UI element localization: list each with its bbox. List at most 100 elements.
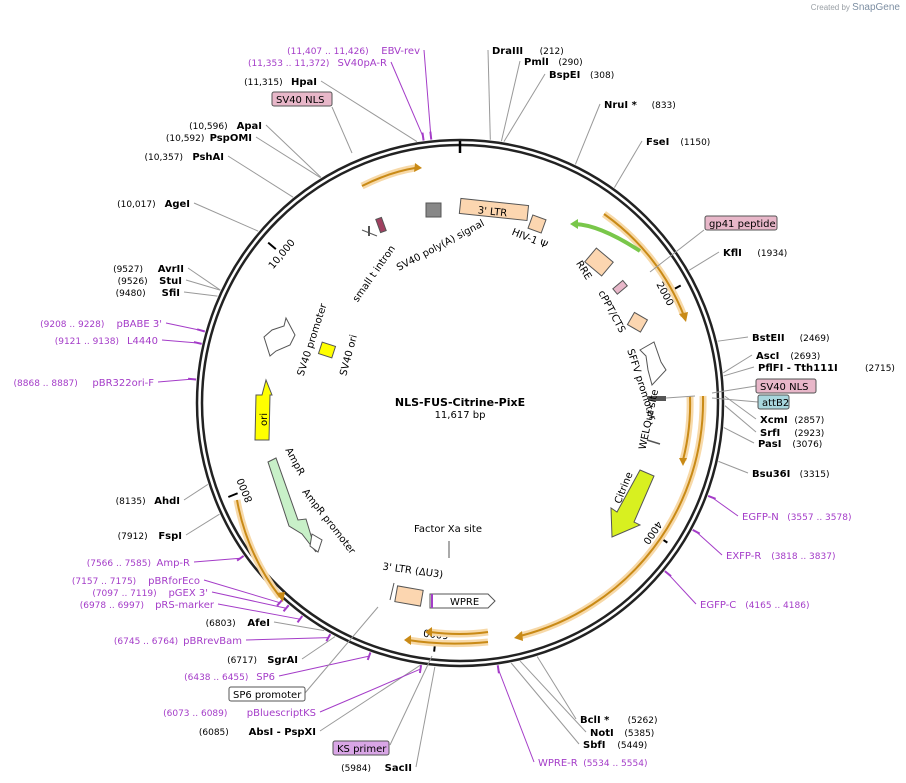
enzyme-position: (3315) [800,470,830,480]
primer-connector [211,591,287,609]
enzyme-name: NotI [590,728,614,739]
primer-mark [496,665,500,674]
enzyme-position: (10,596) [189,122,228,132]
sv40-nls-marker [375,216,387,234]
ori-label: ori [259,413,270,426]
enzyme-name: SbfI [583,740,605,751]
ebv-feature-arrowhead [414,163,422,172]
enzyme-position: (5262) [628,716,658,726]
enzyme-connector [689,251,720,271]
enzyme-group: DraIII(212)PmlI(290)BspEI(308)NruI *(833… [113,46,895,774]
sv40-ori-box [317,341,337,359]
enzyme-position: (2715) [865,364,895,374]
primer-position: (3557 .. 3578) [787,513,851,523]
wpre-orf-arc-2 [407,639,489,645]
ori-arrow [254,378,273,441]
primer-name: SV40pA-R [338,58,387,69]
rre-box [584,247,614,277]
primer-position: (6978 .. 6997) [80,601,144,611]
primer-mark [236,555,245,562]
enzyme-position: (3076) [792,440,822,450]
hiv-psi-box [527,214,547,234]
primer-name: EGFP-C [700,600,736,611]
primer-mark [421,132,425,141]
enzyme-position: (9527) [113,265,143,275]
enzyme-name: FspI [158,531,182,542]
enzyme-connector [185,513,220,536]
primer-connector [390,61,424,137]
primer-mark [193,341,202,345]
primer-connector [497,669,535,763]
primer-mark [325,633,332,642]
enzyme-name: AbsI - PspXI [249,727,316,738]
enzyme-connector [193,202,259,232]
enzyme-position: (11,315) [244,78,283,88]
enzyme-name: XcmI [760,415,788,426]
nls-arrowhead [679,458,687,466]
sp6-promoter-label: SP6 promoter [233,690,302,701]
enzyme-connector [536,656,577,720]
primer-position: (9121 .. 9138) [55,337,119,347]
tick-mark [227,492,238,498]
enzyme-name: PspOMI [210,133,252,144]
primer-mark [196,328,206,333]
enzyme-name: NruI * [604,100,638,111]
primer-connector [165,322,202,331]
small-t-intron-label: small t intron [351,244,398,305]
gp41-peptide-label: gp41 peptide [709,219,776,230]
small-t-intron-cap [368,226,370,236]
enzyme-position: (212) [540,47,564,57]
sv40-polya-label: SV40 poly(A) signal [395,218,486,274]
enzyme-connector [265,124,322,178]
enzyme-position: (290) [558,58,582,68]
ampr-promoter-label: AmpR promoter [300,487,358,557]
primer-connector [319,668,421,713]
ltr-marker [389,582,395,601]
primer-connector [157,378,193,383]
plasmid-name: NLS-FUS-Citrine-PixE [395,396,525,409]
enzyme-connector [724,405,757,433]
ebv-feature-arc-halo [360,164,416,190]
primer-position: (7157 .. 7175) [72,577,136,587]
primer-connector [423,49,432,136]
enzyme-position: (2469) [800,334,830,344]
primer-connector [217,603,301,620]
enzyme-position: (308) [590,71,614,81]
primer-mark [276,599,284,607]
sv40-ori-label: SV40 ori [338,334,360,378]
3-ltr-du3-label: 3' LTR (ΔU3) [382,562,444,581]
sv40-promoter-label: SV40 promoter [296,302,330,378]
ks-primer-connector [389,655,433,746]
enzyme-connector [273,621,325,632]
enzyme-connector [185,279,221,291]
enzyme-connector [500,60,521,142]
ampr-region-arc [236,499,281,598]
enzyme-name: AscI [756,351,779,362]
attb2-marker [648,396,666,401]
primer-mark [692,528,701,535]
enzyme-name: BstEII [752,333,785,344]
ampr-label: AmpR [283,446,307,478]
primer-name: Amp-R [157,558,191,569]
primer-position: (5534 .. 5554) [583,759,647,769]
enzyme-position: (2923) [794,429,824,439]
snapgene-credit: Created by SnapGene [811,2,900,13]
enzyme-name: PflFI - Tth111I [758,363,838,374]
primer-connector [695,531,723,556]
primer-position: (11,353 .. 11,372) [248,59,329,69]
enzyme-connector [227,155,294,198]
wpre-label: WPRE [450,597,479,608]
primer-name: pBRrevBam [183,636,242,647]
fus-orf-arc [519,395,705,637]
primer-position: (6745 .. 6764) [114,637,178,647]
plasmid-size: 11,617 bp [435,410,486,421]
gp41-peptide-box [704,215,778,231]
tick-mark [267,241,277,250]
enzyme-connector [187,267,221,291]
primer-position: (6438 .. 6455) [184,673,248,683]
enzyme-name: SrfI [760,428,780,439]
enzyme-name: AvrII [158,264,184,275]
ks-primer-box [332,740,390,756]
enzyme-name: SgrAI [267,655,298,666]
ampr-region-arrowhead [276,592,285,602]
